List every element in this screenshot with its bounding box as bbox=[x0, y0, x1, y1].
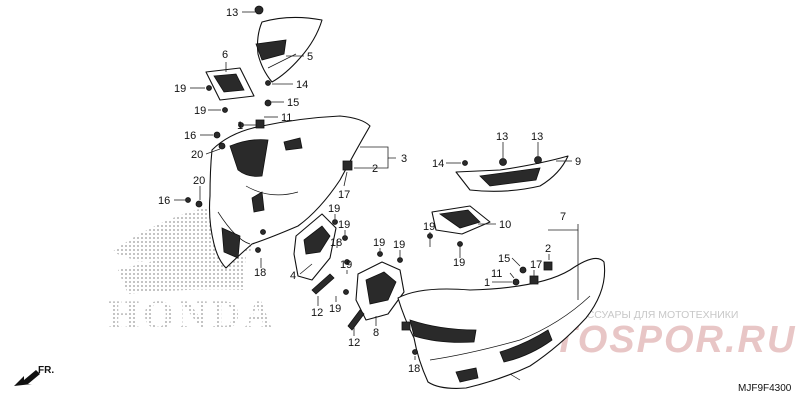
label-2: 2 bbox=[545, 243, 551, 255]
label-16: 16 bbox=[158, 195, 170, 207]
front-arrow: FR. bbox=[14, 365, 54, 386]
part-4-inner-bracket bbox=[293, 213, 337, 281]
label-14: 14 bbox=[296, 79, 308, 91]
diagram-code: MJF9F4300 bbox=[738, 383, 792, 394]
label-19: 19 bbox=[453, 257, 465, 269]
label-17: 17 bbox=[530, 259, 542, 271]
label-6: 6 bbox=[222, 49, 228, 61]
label-15: 15 bbox=[287, 97, 299, 109]
part-12-springs bbox=[311, 273, 365, 331]
callout-labels: 13 5 6 14 19 19 15 11 1 16 20 3 2 17 20 … bbox=[158, 7, 581, 375]
label-18: 18 bbox=[408, 363, 420, 375]
label-11: 11 bbox=[281, 112, 292, 124]
label-7: 7 bbox=[560, 211, 566, 223]
label-19: 19 bbox=[328, 203, 340, 215]
label-16: 16 bbox=[184, 130, 196, 142]
label-1: 1 bbox=[237, 120, 243, 132]
part-8-lower-bracket bbox=[355, 261, 405, 321]
label-19: 19 bbox=[174, 83, 186, 95]
label-19: 19 bbox=[194, 105, 206, 117]
label-10: 10 bbox=[499, 219, 511, 231]
label-12: 12 bbox=[348, 337, 360, 349]
leader-lines bbox=[174, 11, 579, 360]
label-14: 14 bbox=[432, 158, 444, 170]
front-label: FR. bbox=[38, 365, 54, 376]
part-9-upper-cover bbox=[455, 155, 569, 192]
label-19: 19 bbox=[423, 221, 435, 233]
label-11: 11 bbox=[491, 268, 502, 280]
label-18: 18 bbox=[254, 267, 266, 279]
part-5-upper-panel bbox=[255, 16, 323, 83]
label-19: 19 bbox=[373, 237, 385, 249]
label-19: 19 bbox=[338, 219, 350, 231]
label-8: 8 bbox=[373, 327, 379, 339]
label-13: 13 bbox=[226, 7, 238, 19]
label-20: 20 bbox=[191, 149, 203, 161]
label-19: 19 bbox=[329, 303, 341, 315]
label-12: 12 bbox=[311, 307, 323, 319]
label-19: 19 bbox=[393, 239, 405, 251]
label-13: 13 bbox=[496, 131, 508, 143]
part-6-bracket bbox=[205, 67, 255, 101]
label-5: 5 bbox=[307, 51, 313, 63]
label-19: 19 bbox=[340, 259, 352, 271]
label-13: 13 bbox=[531, 131, 543, 143]
label-4: 4 bbox=[290, 270, 296, 282]
label-3: 3 bbox=[401, 153, 407, 165]
part-3-side-cowl bbox=[208, 115, 371, 269]
part-7-under-cowl bbox=[397, 257, 606, 389]
label-17: 17 bbox=[338, 189, 350, 201]
fasteners bbox=[185, 5, 553, 355]
label-1: 1 bbox=[484, 277, 490, 289]
label-18: 18 bbox=[330, 237, 342, 249]
honda-wordmark: HONDA bbox=[108, 292, 277, 337]
label-15: 15 bbox=[498, 253, 510, 265]
label-9: 9 bbox=[575, 156, 581, 168]
label-20: 20 bbox=[193, 175, 205, 187]
part-10-bracket bbox=[431, 205, 491, 235]
label-2: 2 bbox=[372, 163, 378, 175]
